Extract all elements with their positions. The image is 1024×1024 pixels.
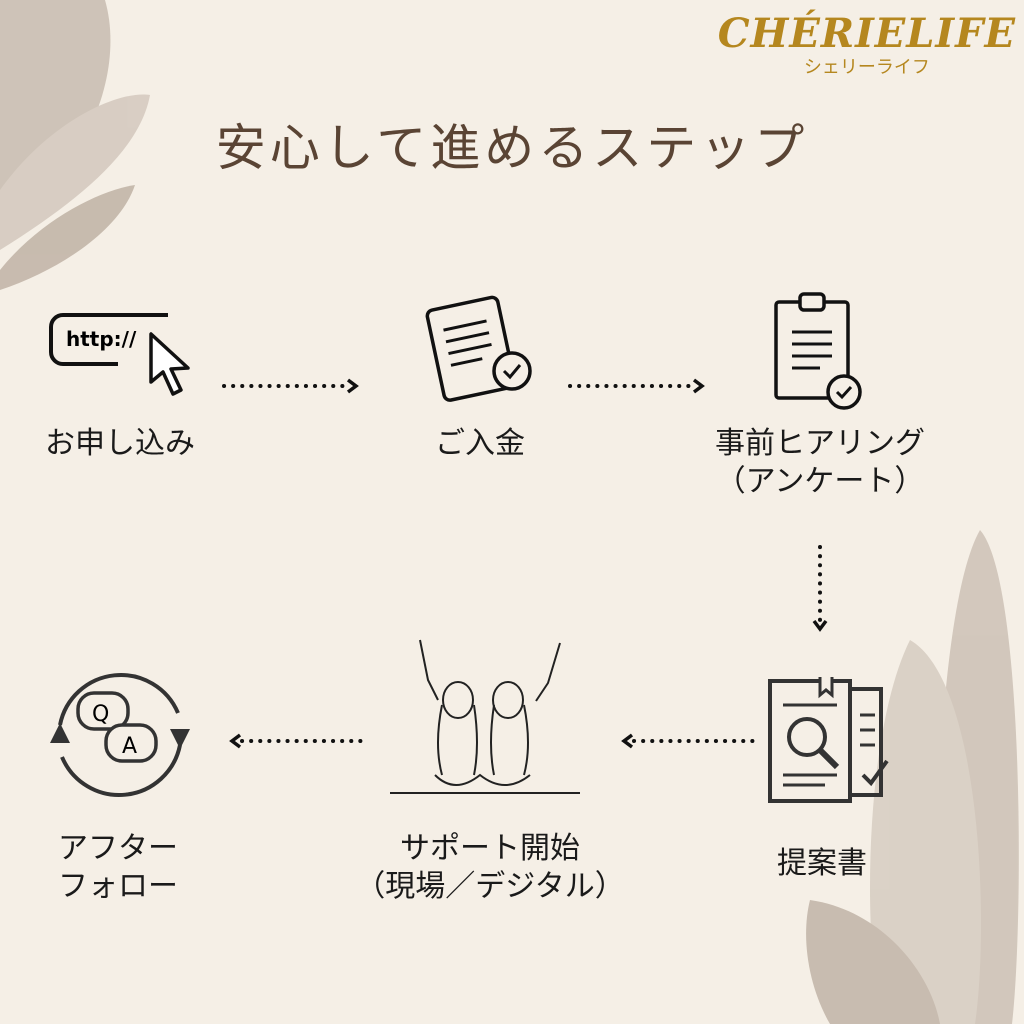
arrow-down-icon <box>812 545 828 632</box>
leaf-decoration-bottom-right <box>806 530 1019 1024</box>
step-label-support-line1: サポート開始 <box>400 831 580 866</box>
brand-logo: CHÉRIELIFE シェリーライフ <box>718 10 1016 79</box>
arrow-right-icon <box>222 378 359 394</box>
logo-japanese: シェリーライフ <box>803 57 930 78</box>
step-label-aftercare: アフター フォロー <box>0 830 268 906</box>
clipboard-check-icon <box>774 292 862 410</box>
step-label-aftercare-line1: アフター <box>58 831 178 866</box>
arrow-left-icon <box>229 733 365 749</box>
qa-cycle-icon: Q A <box>50 673 190 797</box>
document-search-icon <box>768 677 889 803</box>
a-letter: A <box>122 734 137 759</box>
step-label-proposal: 提案書 <box>777 846 867 881</box>
arrow-left-icon <box>621 733 757 749</box>
step-label-aftercare-line2: フォロー <box>58 869 178 904</box>
step-label-support-start: サポート開始 （現場／デジタル） <box>340 830 640 906</box>
q-letter: Q <box>92 702 109 727</box>
page-title: 安心して進めるステップ <box>215 119 809 177</box>
url-cursor-icon: http:// <box>49 313 190 396</box>
logo-english: CHÉRIELIFE <box>717 10 1016 57</box>
document-check-icon <box>425 295 532 402</box>
leaf-decoration-top-left <box>0 0 150 290</box>
step-label-support-line2: （現場／デジタル） <box>355 869 625 904</box>
cheering-friends-icon <box>390 639 580 794</box>
step-label-application: お申し込み <box>45 426 195 461</box>
step-label-hearing-line1: 事前ヒアリング <box>715 426 925 461</box>
url-text: http:// <box>66 327 137 351</box>
arrow-right-icon <box>568 378 705 394</box>
step-label-payment: ご入金 <box>435 426 525 461</box>
step-label-hearing-line2: （アンケート） <box>715 464 925 499</box>
step-label-hearing: 事前ヒアリング （アンケート） <box>670 425 970 501</box>
